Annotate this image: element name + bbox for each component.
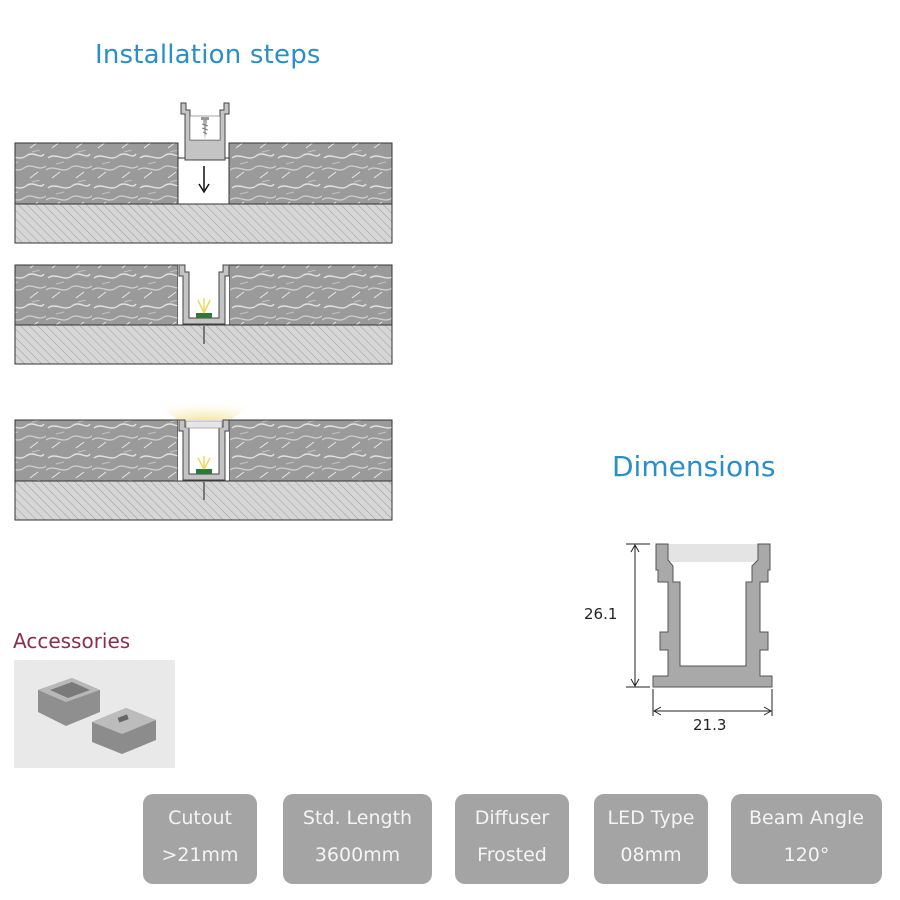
spec-label: Diffuser	[474, 807, 550, 829]
accessories-photo	[14, 660, 175, 768]
width-dimension-label: 21.3	[693, 716, 726, 734]
spec-led-type: LED Type 08mm	[594, 794, 708, 884]
spec-value: >21mm	[161, 844, 239, 866]
spec-value: 3600mm	[314, 844, 401, 866]
spec-std-length: Std. Length 3600mm	[283, 794, 432, 884]
spec-value: 120°	[783, 844, 830, 866]
spec-beam-angle: Beam Angle 120°	[731, 794, 882, 884]
screw-icon	[201, 117, 209, 140]
profile-dimension-drawing: 26.1 21.3	[584, 543, 773, 734]
spec-value: Frosted	[477, 844, 547, 866]
install-step-1	[14, 102, 393, 244]
dimensions-heading: Dimensions	[612, 450, 776, 483]
arrow-down-icon	[198, 166, 210, 194]
install-step-3	[14, 390, 393, 521]
diffuser-cover	[668, 544, 758, 562]
spec-label: LED Type	[607, 807, 695, 829]
install-step-2	[14, 264, 393, 365]
spec-cutout: Cutout >21mm	[143, 794, 257, 884]
installation-steps-heading: Installation steps	[95, 40, 321, 70]
spec-label: Std. Length	[302, 807, 413, 829]
profile-body	[652, 543, 773, 688]
spec-label: Cutout	[168, 807, 232, 829]
height-dimension-label: 26.1	[584, 605, 617, 623]
accessories-heading: Accessories	[13, 629, 131, 653]
spec-value: 08mm	[620, 844, 682, 866]
spec-diffuser: Diffuser Frosted	[455, 794, 569, 884]
spec-label: Beam Angle	[749, 807, 864, 829]
